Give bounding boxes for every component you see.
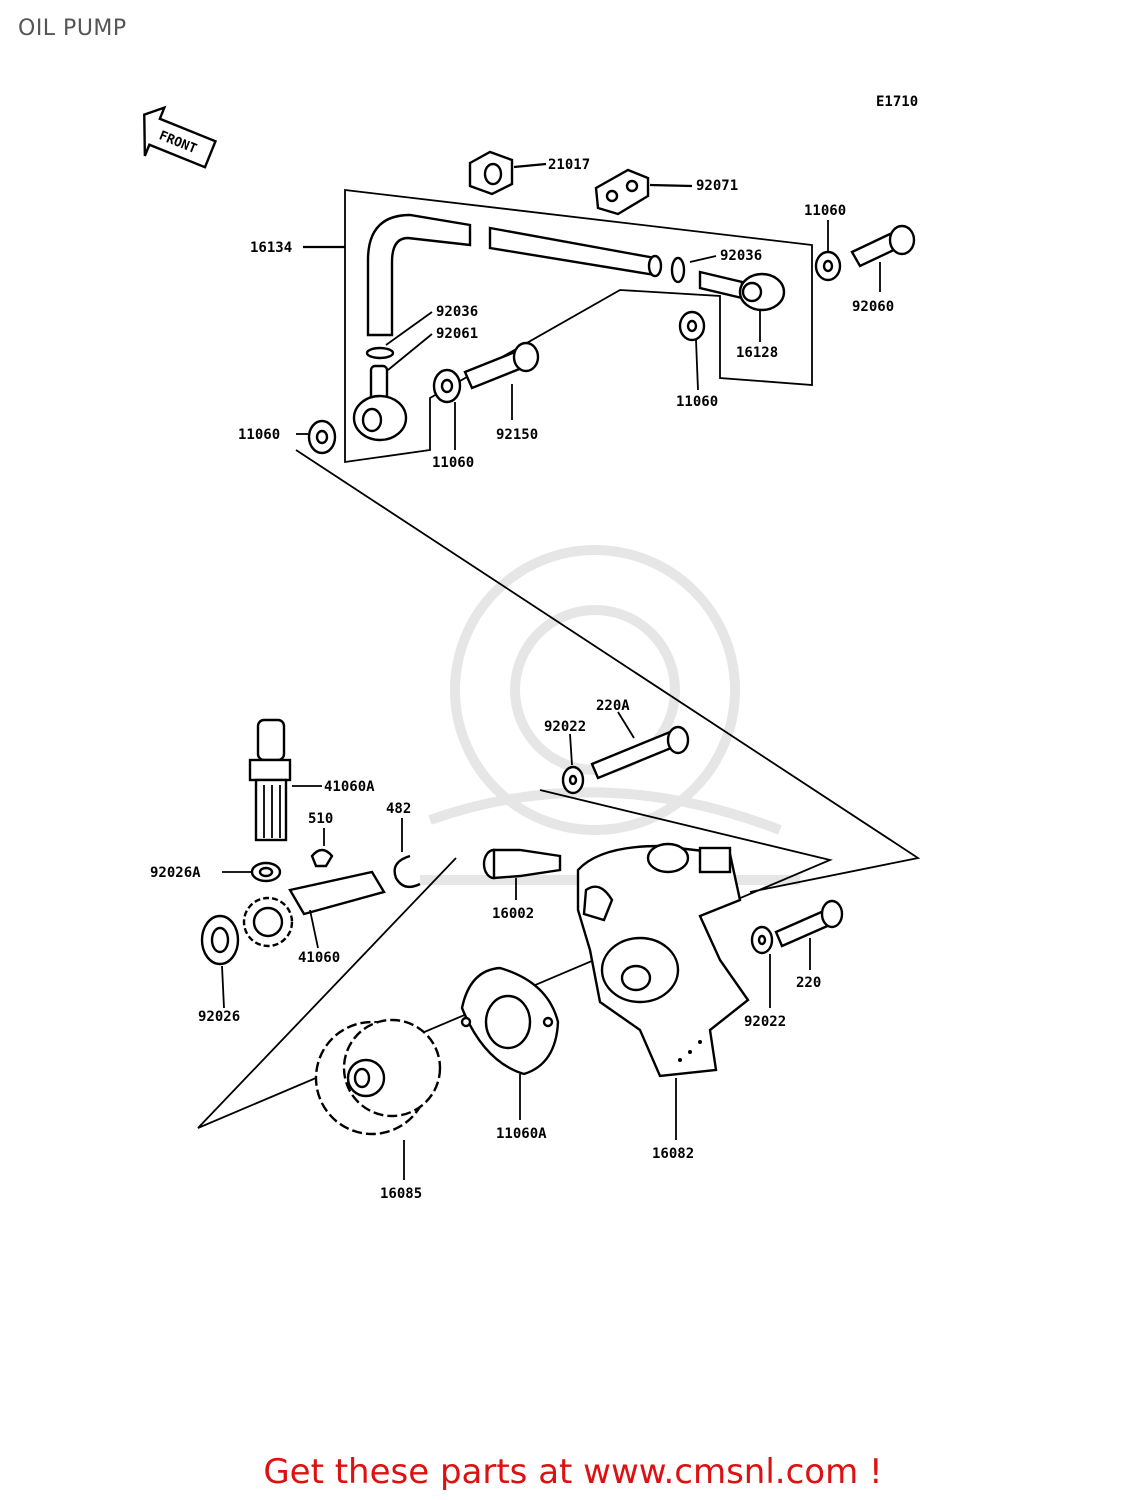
label-92071: 92071 [696,178,738,194]
part-510-key [310,848,334,868]
part-220A-bolt [590,711,690,780]
oil-pump-exploded-diagram: E1710 FRONT [143,94,921,1202]
label-92022: 92022 [744,1014,786,1030]
part-92150-bolt [463,341,540,420]
part-16085-gear [314,1018,442,1180]
part-41060-gear-shaft [242,870,386,949]
label-16082: 16082 [652,1146,694,1162]
label-92060: 92060 [852,299,894,315]
diagram-code: E1710 [876,94,918,110]
label-92022: 92022 [544,719,586,735]
part-16082-oil-pump [576,842,750,1140]
label-92036: 92036 [720,248,762,264]
part-92071-clamp [594,168,693,216]
label-21017: 21017 [548,157,590,173]
part-41060A-shaft [248,718,322,842]
part-92060-bolt [850,224,916,292]
footer-promo-text[interactable]: Get these parts at www.cmsnl.com ! [263,1452,883,1492]
oil-hose-group [296,150,916,464]
part-16002-fitting [482,848,562,900]
label-41060A: 41060A [324,779,375,795]
label-11060: 11060 [676,394,718,410]
label-482: 482 [386,801,411,817]
label-41060: 41060 [298,950,340,966]
label-220A: 220A [596,698,630,714]
part-16128-banjo [698,270,786,342]
label-92026: 92026 [198,1009,240,1025]
label-16134: 16134 [250,240,292,256]
assembly-guide-line-lower [197,789,833,1129]
label-11060: 11060 [238,427,280,443]
part-220-bolt [774,899,844,970]
watermark-logo [420,545,800,885]
label-11060A: 11060A [496,1126,547,1142]
part-21017-clamp [468,150,547,196]
front-arrow-icon: FRONT [143,105,218,169]
page-title: OIL PUMP [18,16,127,41]
label-11060: 11060 [804,203,846,219]
label-92061: 92061 [436,326,478,342]
label-16002: 16002 [492,906,534,922]
part-11060A-gasket [460,966,560,1120]
part-92036-clip-upper [670,256,686,284]
label-16085: 16085 [380,1186,422,1202]
label-92026A: 92026A [150,865,201,881]
part-92061-banjo-fitting [352,333,433,442]
label-510: 510 [308,811,333,827]
assembly-guide-line [295,449,921,893]
label-16128: 16128 [736,345,778,361]
label-220: 220 [796,975,821,991]
part-16134-hose [303,213,663,337]
label-11060: 11060 [432,455,474,471]
label-92036: 92036 [436,304,478,320]
part-482-circlip [393,854,421,889]
part-92036-clip-lower [365,346,395,360]
label-92150: 92150 [496,427,538,443]
